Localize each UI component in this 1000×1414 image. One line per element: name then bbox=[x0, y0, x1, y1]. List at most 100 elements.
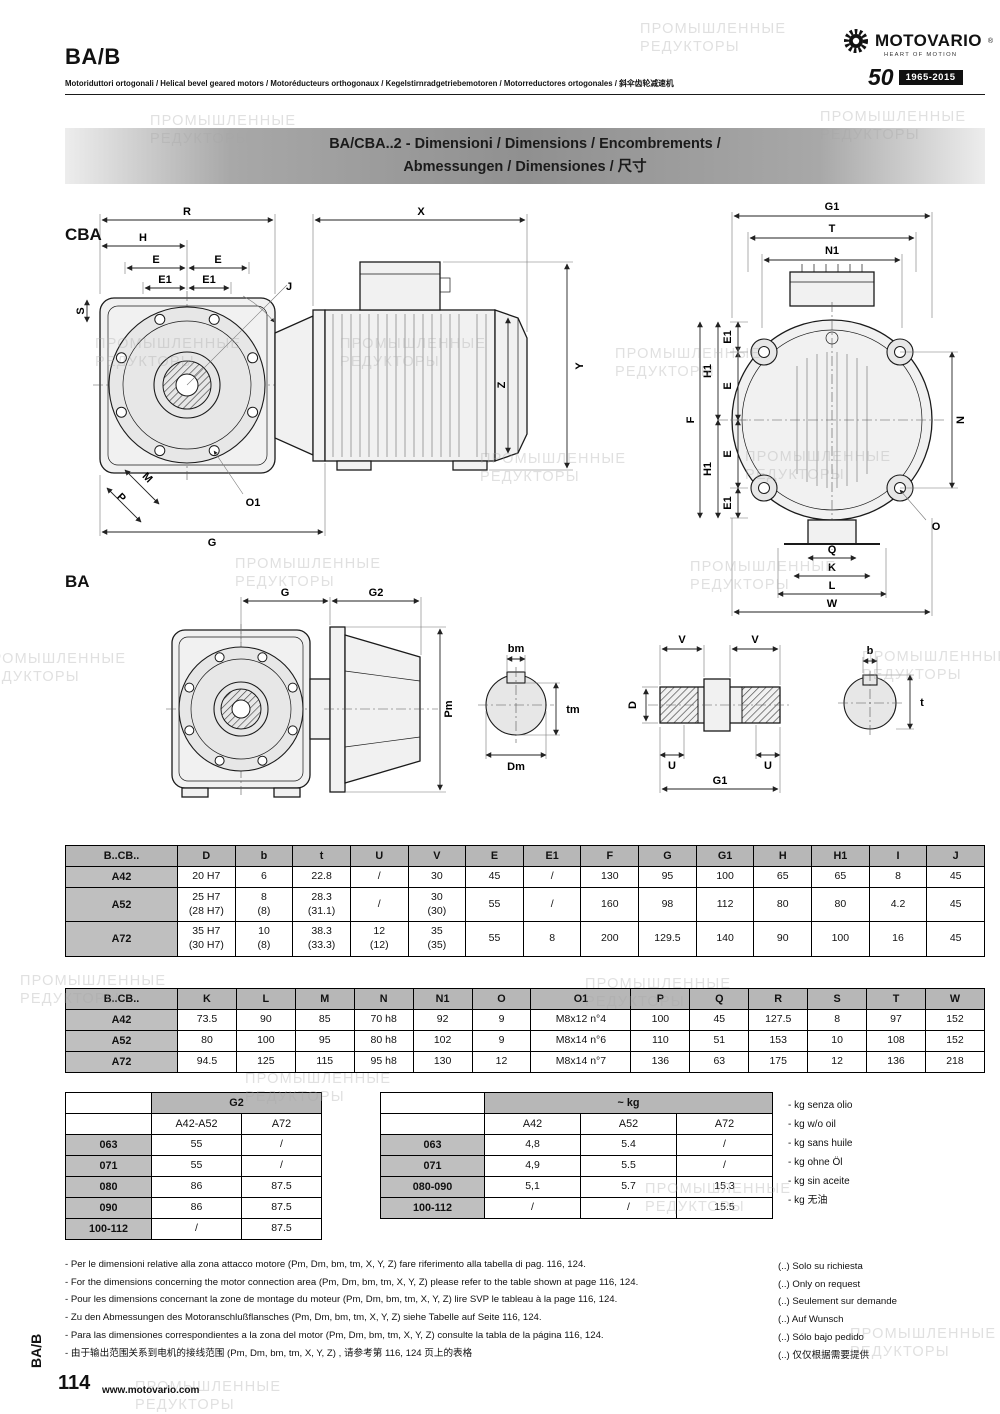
cable-gland bbox=[439, 277, 451, 293]
column-header: W bbox=[924, 987, 986, 1011]
data-cell: 45 bbox=[926, 866, 985, 889]
row-header: 090 bbox=[65, 1197, 152, 1220]
column-header: R bbox=[748, 987, 809, 1011]
anniversary-50: 50 bbox=[868, 64, 894, 90]
row-header: 063 bbox=[65, 1134, 152, 1157]
column-header: T bbox=[866, 987, 926, 1011]
table-row: 100-112/87.5 bbox=[65, 1218, 322, 1241]
corner-cell bbox=[381, 1093, 485, 1114]
worm-shaft-detail: V V D U U G1 bbox=[627, 634, 792, 793]
page-number: 114 bbox=[58, 1372, 91, 1394]
dim-label-G2: G2 bbox=[369, 587, 384, 599]
data-cell: 4.2 bbox=[868, 887, 928, 923]
dim-label-O1: O1 bbox=[246, 497, 261, 509]
dim-label-E: E bbox=[152, 254, 159, 266]
data-cell: 55 bbox=[151, 1134, 242, 1157]
data-cell: 55 bbox=[465, 921, 524, 957]
cba-drawing-label: CBA bbox=[65, 225, 102, 244]
dim-label-Pm: Pm bbox=[443, 700, 455, 717]
registered-mark: ® bbox=[987, 37, 994, 45]
anniversary-years: 1965-2015 bbox=[898, 70, 963, 85]
data-cell: 45 bbox=[689, 1009, 750, 1032]
column-header: O1 bbox=[530, 987, 632, 1011]
data-cell: 5,1 bbox=[484, 1176, 581, 1199]
data-cell: / bbox=[484, 1197, 581, 1220]
motovario-logo: MOTOVARIO ® bbox=[843, 28, 993, 54]
dim-label-E1: E1 bbox=[722, 330, 734, 343]
data-cell: 80 bbox=[753, 887, 813, 923]
rear-view-dimension-lines: G1 T N1 E1 E E E1 H1 H1 F N O bbox=[685, 201, 967, 616]
dim-label-T: T bbox=[829, 223, 836, 235]
data-cell: 200 bbox=[580, 921, 640, 957]
dim-label-P: P bbox=[114, 491, 128, 505]
data-cell: 86 bbox=[151, 1197, 242, 1220]
row-header: A52 bbox=[65, 1030, 178, 1053]
data-cell: 97 bbox=[866, 1009, 926, 1032]
dim-label-K: K bbox=[828, 562, 836, 574]
column-header: M bbox=[294, 987, 355, 1011]
dim-label-G: G bbox=[208, 537, 217, 549]
gearbox-foot bbox=[181, 787, 209, 798]
data-cell: 8 bbox=[522, 921, 582, 957]
watermark: ПРОМЫШЛЕННЫЕ РЕДУКТОРЫ bbox=[135, 1379, 282, 1414]
dim-label-G1: G1 bbox=[825, 201, 840, 213]
dim-label-tm: tm bbox=[566, 704, 580, 716]
data-cell: / bbox=[675, 1155, 774, 1178]
corner-cell bbox=[380, 1113, 485, 1136]
request-note: (..) Only on request bbox=[778, 1278, 861, 1290]
dim-label-F: F bbox=[685, 416, 697, 423]
data-cell: 25 H7 (28 H7) bbox=[177, 887, 236, 923]
data-cell: 70 h8 bbox=[353, 1009, 414, 1032]
data-cell: 10 bbox=[807, 1030, 868, 1053]
terminal-box bbox=[789, 271, 875, 307]
dim-label-U: U bbox=[668, 760, 676, 772]
cba-dimension-lines: R X H E E E1 E1 S J Z Y M P O1 G bbox=[75, 206, 586, 549]
column-header: H1 bbox=[811, 844, 870, 868]
data-cell: 95 bbox=[638, 866, 697, 889]
output-shaft-section: b t bbox=[838, 645, 924, 735]
dim-label-Dm: Dm bbox=[507, 761, 525, 773]
motor-foot bbox=[336, 460, 372, 471]
dim-label-Y: Y bbox=[574, 362, 586, 370]
data-cell: 108 bbox=[866, 1030, 926, 1053]
dim-label-E1: E1 bbox=[158, 274, 171, 286]
data-cell: / bbox=[241, 1155, 322, 1178]
column-header: E1 bbox=[522, 844, 582, 868]
dim-label-X: X bbox=[417, 206, 425, 218]
request-note: (..) Auf Wunsch bbox=[778, 1314, 844, 1326]
data-cell: M8x14 n°7 bbox=[530, 1051, 632, 1074]
weight-note: - kg senza olio bbox=[788, 1100, 853, 1111]
website-link[interactable]: www.motovario.com bbox=[102, 1385, 200, 1396]
section-banner: BA/CBA..2 - Dimensioni / Dimensions / En… bbox=[65, 128, 985, 184]
dim-label-b: b bbox=[867, 645, 874, 657]
brand-tagline: HEART OF MOTION bbox=[884, 52, 958, 58]
data-cell: 65 bbox=[811, 866, 870, 889]
row-header: 100-112 bbox=[380, 1197, 485, 1220]
motor-flange bbox=[329, 626, 346, 793]
column-header: O bbox=[471, 987, 532, 1011]
data-cell: / bbox=[241, 1134, 322, 1157]
dim-label-Q: Q bbox=[828, 544, 837, 556]
table-title: G2 bbox=[151, 1091, 322, 1115]
anniversary-badge: 50 1965-2015 bbox=[868, 64, 963, 91]
data-cell: 175 bbox=[748, 1051, 809, 1074]
data-cell: 12 bbox=[807, 1051, 868, 1074]
request-note: (..) Seulement sur demande bbox=[778, 1296, 897, 1308]
footnote: - Para las dimensiones correspondientes … bbox=[65, 1329, 604, 1341]
table-title: ~ kg bbox=[483, 1091, 774, 1115]
row-header: A42 bbox=[65, 866, 178, 889]
data-cell: 20 H7 bbox=[177, 866, 236, 889]
data-cell: 73.5 bbox=[177, 1009, 237, 1032]
data-cell: 6 bbox=[234, 866, 294, 889]
dim-label-H1: H1 bbox=[702, 364, 714, 378]
data-cell: 115 bbox=[294, 1051, 355, 1074]
gearbox-front-view bbox=[93, 291, 282, 480]
data-cell: 5.4 bbox=[580, 1134, 677, 1157]
footnote: - For the dimensions concerning the moto… bbox=[65, 1276, 639, 1288]
